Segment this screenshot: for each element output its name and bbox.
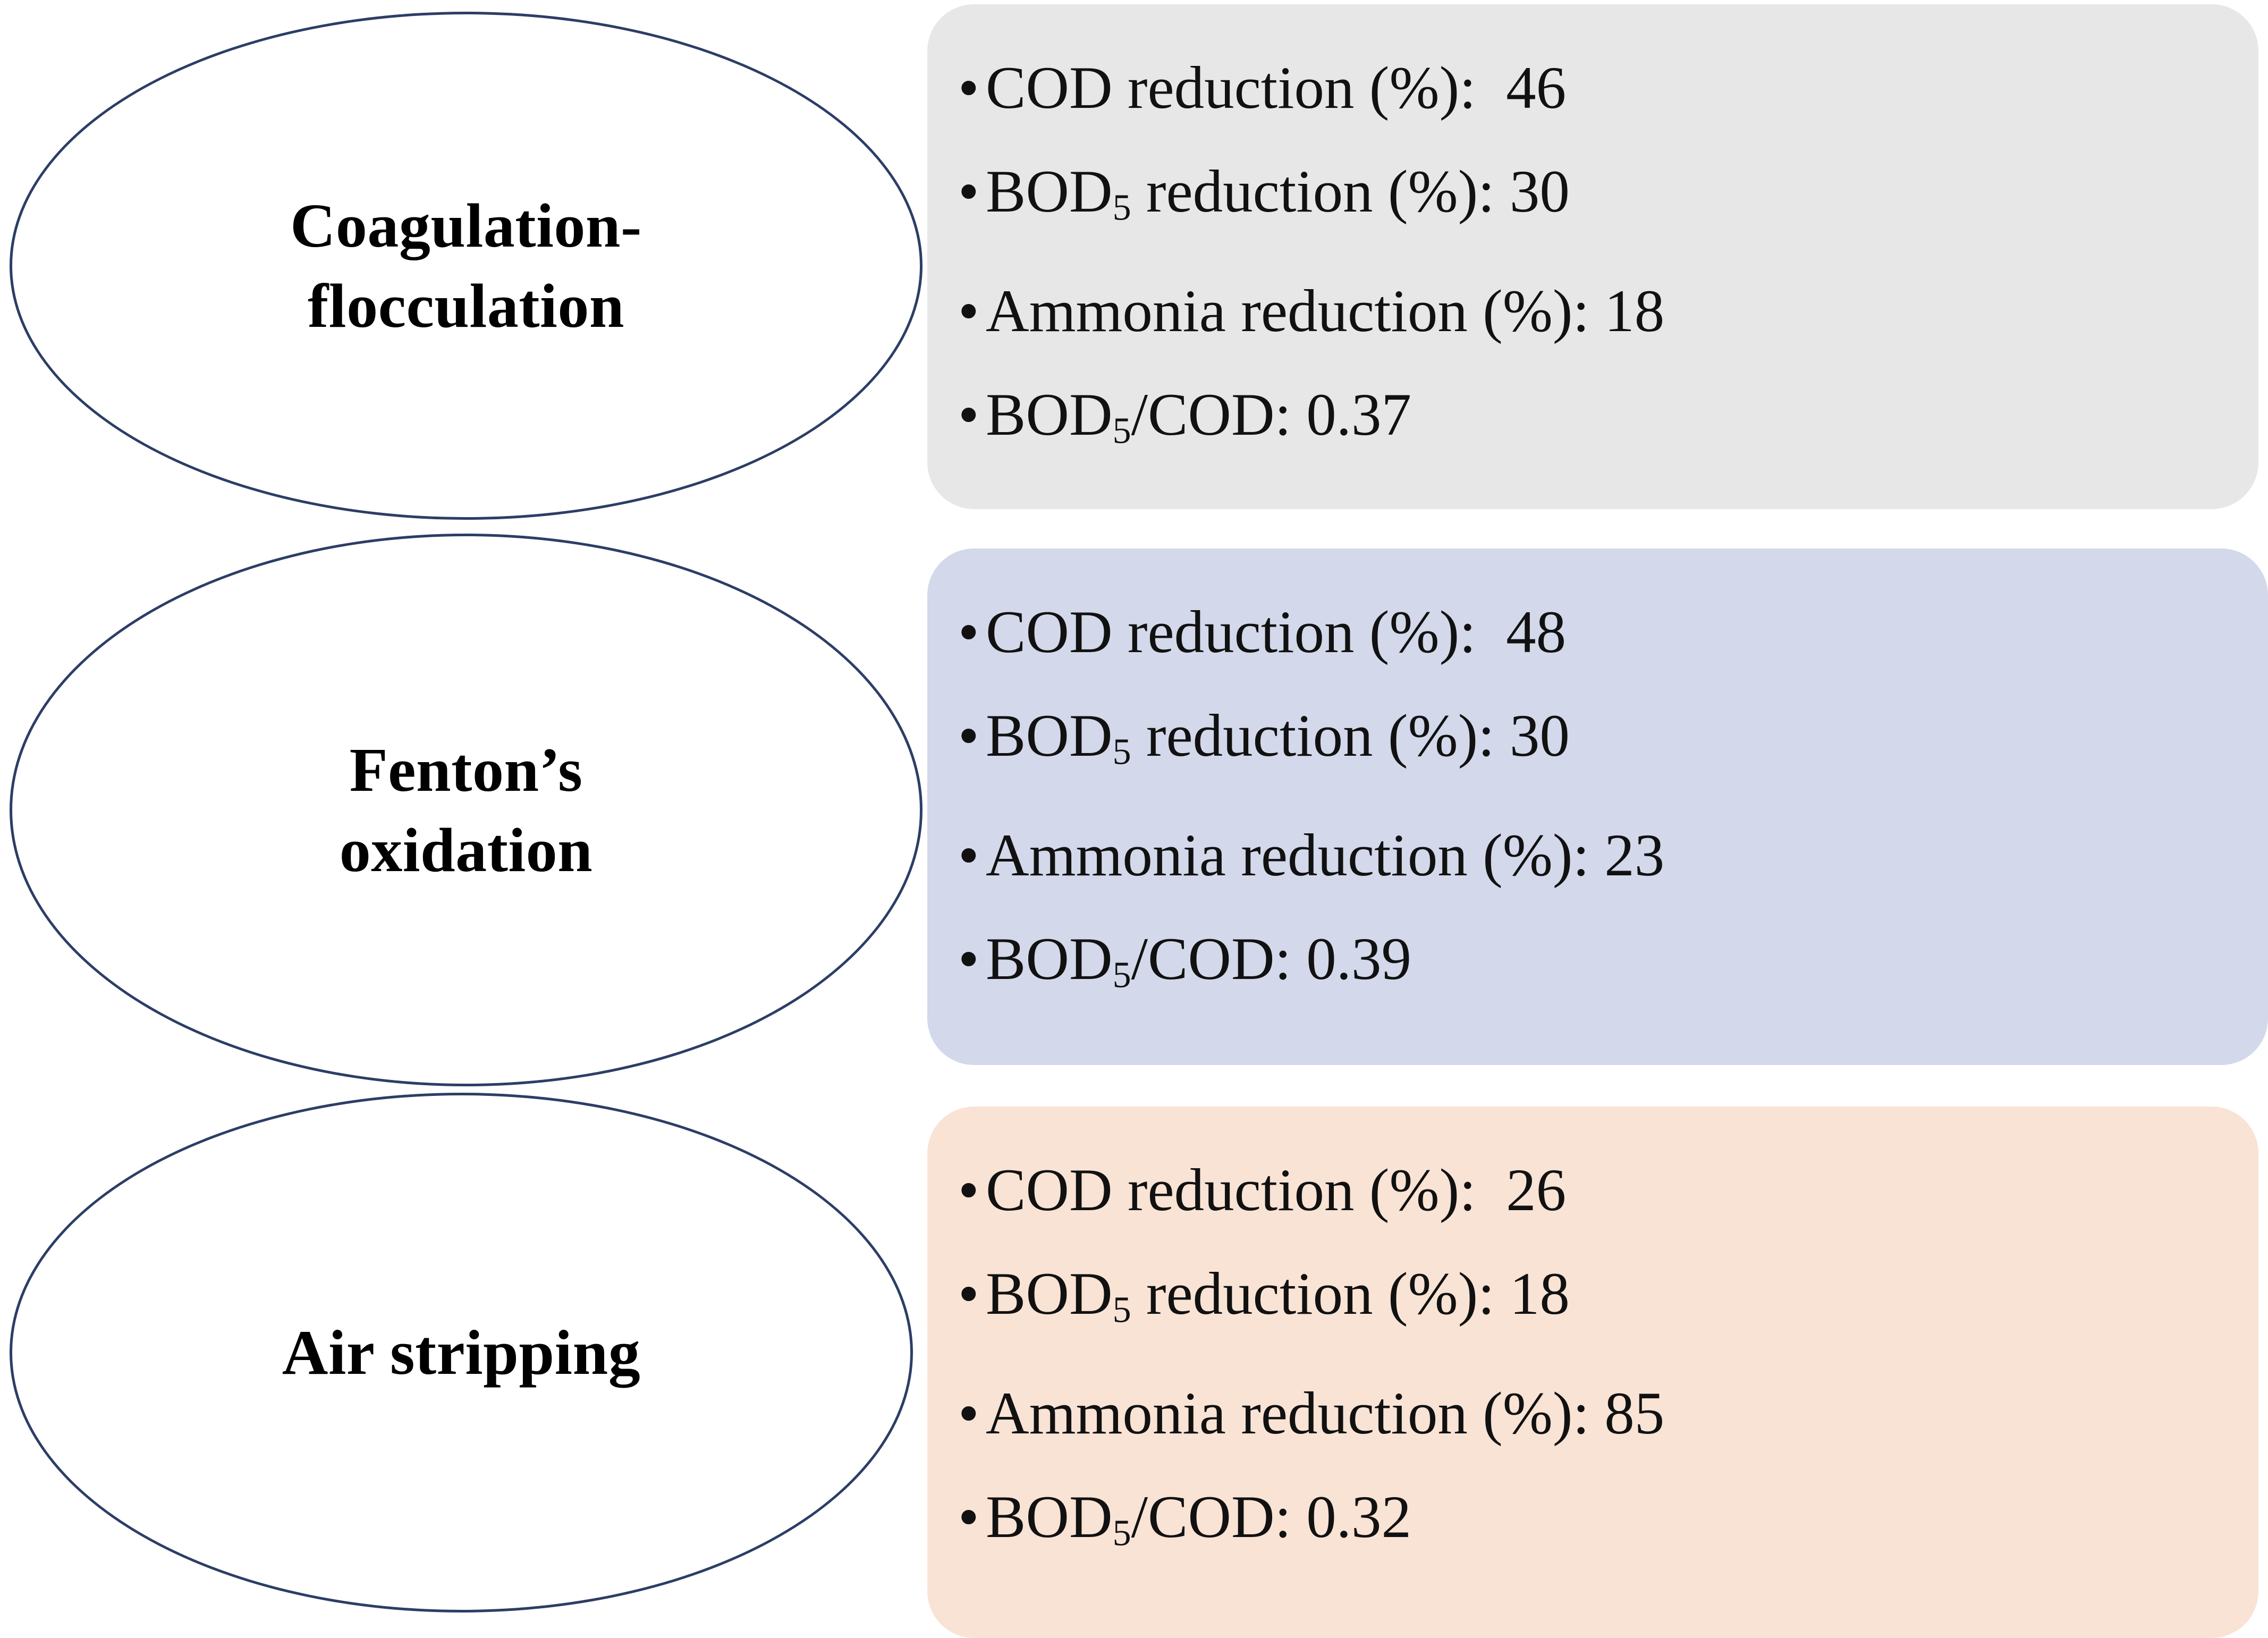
metric-text: Ammonia reduction (%): 23 [986,822,1665,889]
metric-value: 0.37 [1306,382,1411,449]
process-row-air-stripping: Air stripping • COD reduction (%): 26 • … [0,1093,2268,1638]
metric-item-cod-reduction: • COD reduction (%): 46 [958,36,2221,140]
bullet-icon: • [958,1261,979,1327]
results-panel-coagulation-flocculation: • COD reduction (%): 46 • BOD5 reduction… [927,4,2258,509]
metric-value: 85 [1604,1380,1665,1447]
bullet-icon: • [958,158,979,225]
metric-value: 48 [1506,599,1567,665]
metric-text: BOD5 reduction (%): 18 [986,1261,1570,1331]
metric-item-cod-reduction: • COD reduction (%): 26 [958,1138,2221,1242]
process-ellipse-fentons-oxidation[interactable]: Fenton’s oxidation [10,534,923,1086]
metric-item-bod5-cod-ratio: • BOD5/COD: 0.37 [958,363,2221,483]
metric-text: BOD5/COD: 0.39 [986,926,1411,996]
bullet-icon: • [958,926,979,993]
subscript-5: 5 [1112,955,1131,996]
results-panel-fentons-oxidation: • COD reduction (%): 48 • BOD5 reduction… [927,548,2268,1065]
bullet-icon: • [958,278,979,345]
bullet-icon: • [958,1157,979,1223]
metric-item-bod5-cod-ratio: • BOD5/COD: 0.32 [958,1465,2221,1585]
process-label: Air stripping [282,1317,641,1388]
process-ellipse-coagulation-flocculation[interactable]: Coagulation- flocculation [10,12,923,520]
subscript-5: 5 [1112,410,1131,452]
process-label: Fenton’s oxidation [339,734,593,885]
metric-value: 26 [1506,1157,1567,1223]
metric-item-bod5-reduction: • BOD5 reduction (%): 18 [958,1242,2221,1362]
metric-value: 30 [1509,703,1570,769]
metric-list: • COD reduction (%): 48 • BOD5 reduction… [958,580,2231,1027]
metric-text: BOD5 reduction (%): 30 [986,158,1570,229]
results-panel-air-stripping: • COD reduction (%): 26 • BOD5 reduction… [927,1107,2258,1638]
metric-text: COD reduction (%): 48 [986,599,1567,665]
process-row-fentons-oxidation: Fenton’s oxidation • COD reduction (%): … [0,534,2268,1096]
metric-item-cod-reduction: • COD reduction (%): 48 [958,580,2231,684]
subscript-5: 5 [1112,187,1131,229]
metric-item-bod5-reduction: • BOD5 reduction (%): 30 [958,140,2221,259]
metric-text: BOD5/COD: 0.37 [986,382,1411,452]
metric-value: 0.32 [1306,1484,1411,1551]
metric-value: 30 [1509,158,1570,225]
metric-text: BOD5 reduction (%): 30 [986,703,1570,773]
metric-text: Ammonia reduction (%): 18 [986,278,1665,345]
bullet-icon: • [958,703,979,769]
subscript-5: 5 [1112,1289,1131,1331]
process-ellipse-air-stripping[interactable]: Air stripping [10,1093,913,1612]
metric-list: • COD reduction (%): 46 • BOD5 reduction… [958,36,2221,483]
subscript-5: 5 [1112,1513,1131,1554]
metric-text: Ammonia reduction (%): 85 [986,1380,1665,1447]
bullet-icon: • [958,1484,979,1551]
metric-text: BOD5/COD: 0.32 [986,1484,1411,1554]
bullet-icon: • [958,55,979,121]
metric-item-ammonia-reduction: • Ammonia reduction (%): 23 [958,804,2231,907]
metric-item-bod5-reduction: • BOD5 reduction (%): 30 [958,684,2231,804]
bullet-icon: • [958,382,979,449]
bullet-icon: • [958,822,979,889]
metric-value: 23 [1604,822,1665,889]
metric-value: 46 [1506,55,1567,121]
metric-text: COD reduction (%): 46 [986,55,1567,121]
metric-list: • COD reduction (%): 26 • BOD5 reduction… [958,1138,2221,1585]
metric-item-ammonia-reduction: • Ammonia reduction (%): 18 [958,259,2221,363]
bullet-icon: • [958,1380,979,1447]
process-row-coagulation-flocculation: Coagulation- flocculation • COD reductio… [0,0,2268,539]
metric-value: 0.39 [1306,926,1411,993]
metric-item-bod5-cod-ratio: • BOD5/COD: 0.39 [958,907,2231,1027]
metric-value: 18 [1604,278,1665,345]
metric-value: 18 [1509,1261,1570,1327]
metric-text: COD reduction (%): 26 [986,1157,1567,1223]
bullet-icon: • [958,599,979,665]
metric-item-ammonia-reduction: • Ammonia reduction (%): 85 [958,1362,2221,1465]
process-label: Coagulation- flocculation [290,190,642,341]
subscript-5: 5 [1112,731,1131,773]
